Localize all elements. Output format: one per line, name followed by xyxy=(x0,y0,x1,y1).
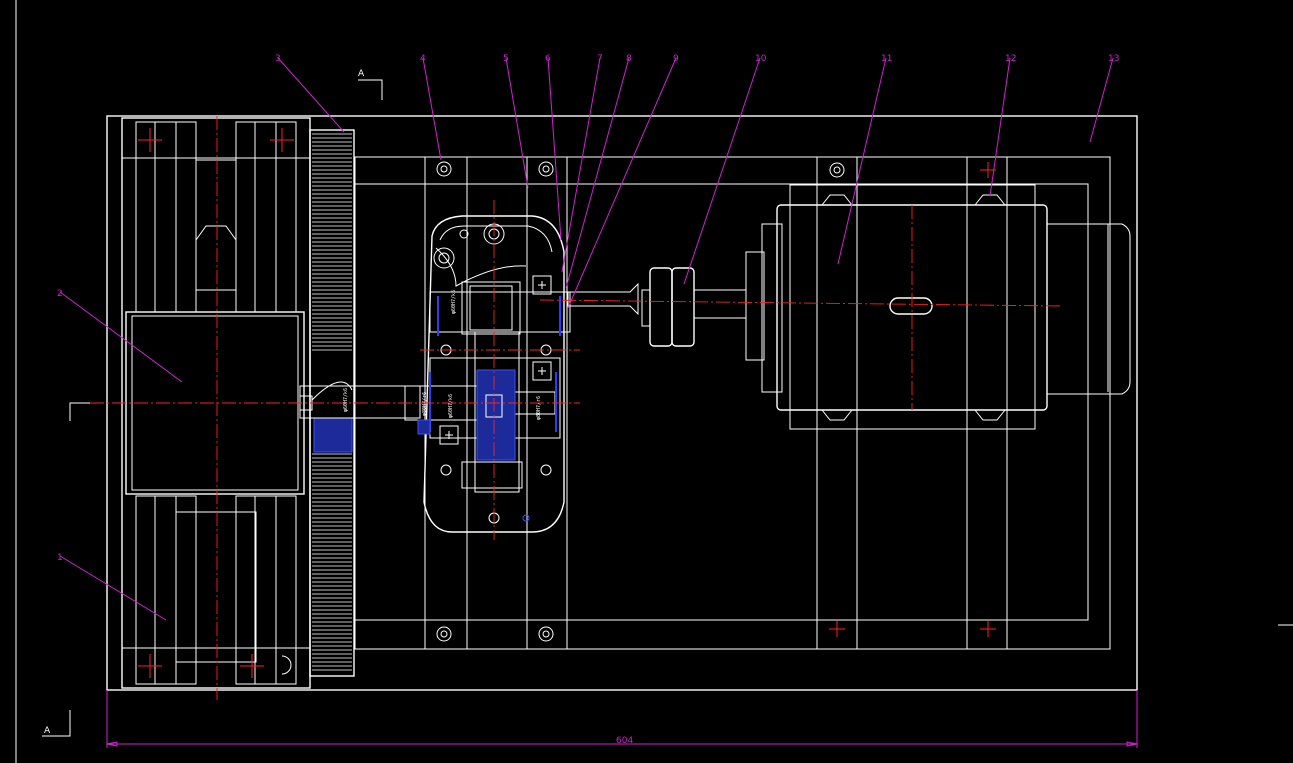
part-label-7: 7 xyxy=(597,54,603,64)
part-label-2: 2 xyxy=(57,289,63,299)
section-marker-top: A xyxy=(358,69,383,100)
part-label-9: 9 xyxy=(673,54,679,64)
part-label-3: 3 xyxy=(275,54,281,64)
dimension-width: 604 xyxy=(106,690,1138,748)
dimension-value: 604 xyxy=(616,736,633,746)
section-label-top: A xyxy=(358,69,365,79)
part-label-8: 8 xyxy=(626,54,632,64)
annotation-output-fit-c: φ80H7/r6 xyxy=(536,396,542,420)
section-label-bottom: A xyxy=(44,726,51,736)
part-label-13: 13 xyxy=(1108,54,1119,64)
part-label-5: 5 xyxy=(503,54,509,64)
part-label-12: 12 xyxy=(1005,54,1016,64)
part-label-4: 4 xyxy=(420,54,426,64)
part-label-6: 6 xyxy=(545,54,551,64)
annotation-drum-fit: φ60H7/k6 xyxy=(343,388,349,412)
part-leaders: 1 2 3 4 5 6 7 8 9 10 11 12 13 xyxy=(57,54,1119,621)
part-label-1: 1 xyxy=(57,553,63,563)
reducer-housing: φ60H7/k6 φ80H7/r6 φ60H7/k6 φ80H7/r6 φ60H… xyxy=(343,215,571,533)
annotation-output-fit-a: φ80H7/r6 xyxy=(422,392,428,416)
section-marker-bottom: A xyxy=(42,710,71,737)
annotation-output-fit-b: φ60H7/k6 xyxy=(448,394,454,418)
annotation-input-fit: φ60H7/k6 xyxy=(451,290,457,314)
coupling xyxy=(567,251,765,361)
part-label-10: 10 xyxy=(755,54,767,64)
drum-assembly xyxy=(121,117,311,689)
bolt-heads xyxy=(436,161,996,642)
section-marker-left xyxy=(69,402,90,421)
centerlines xyxy=(90,116,1061,700)
part-label-11: 11 xyxy=(881,54,892,64)
